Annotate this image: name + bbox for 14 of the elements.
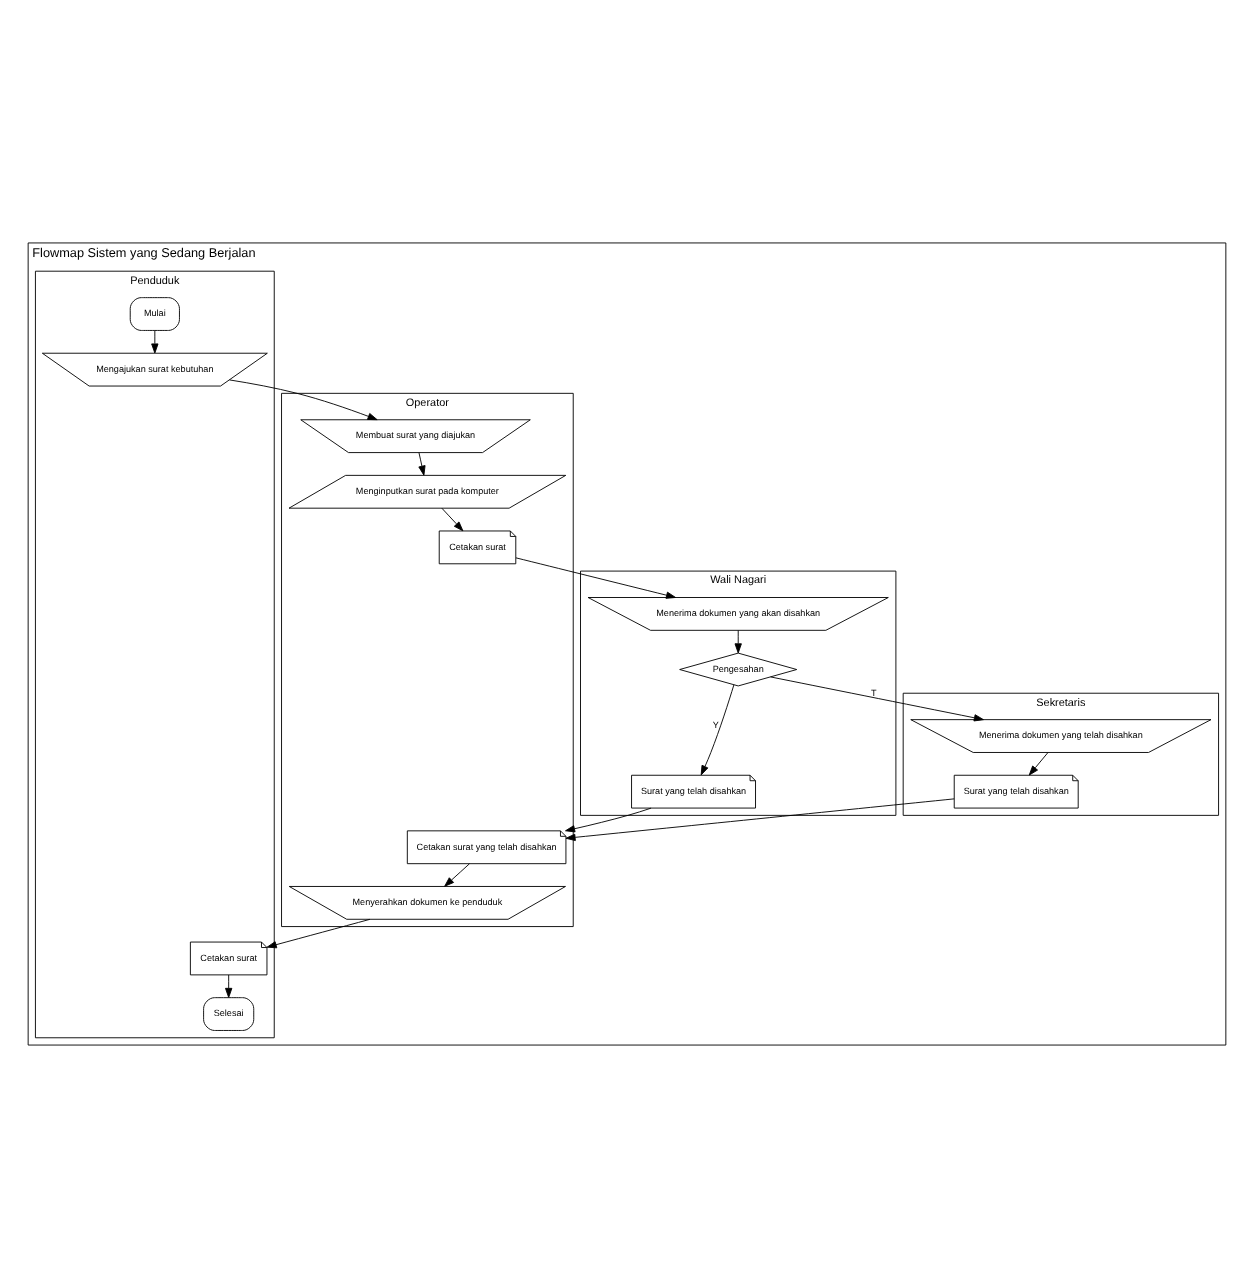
arrow xyxy=(565,806,652,832)
arrow xyxy=(734,628,742,653)
arrow xyxy=(441,506,464,531)
arrow xyxy=(225,973,233,997)
arrow xyxy=(1028,751,1049,775)
arrow xyxy=(770,675,984,721)
arrow xyxy=(444,862,470,886)
arrow xyxy=(229,378,378,420)
arrow xyxy=(515,556,676,598)
arrow xyxy=(565,797,955,840)
arrow xyxy=(418,451,426,475)
arrow xyxy=(151,329,159,353)
arrow xyxy=(266,917,371,948)
arrow xyxy=(700,683,735,775)
